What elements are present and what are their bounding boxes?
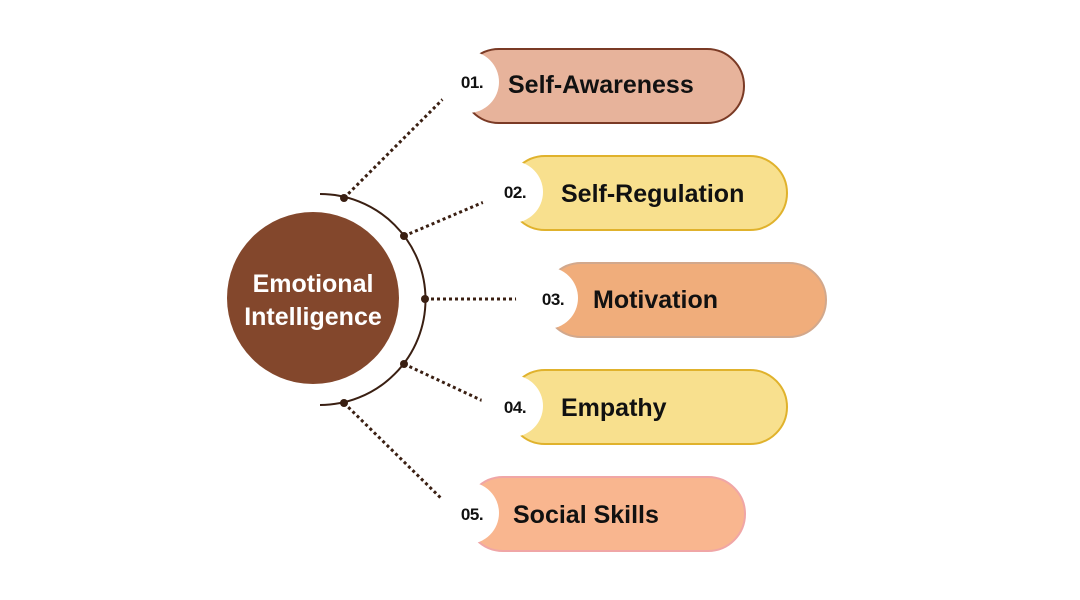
connector-1 bbox=[342, 88, 454, 200]
connector-2 bbox=[403, 194, 499, 238]
pill-self-awareness: 01. Self-Awareness bbox=[437, 48, 745, 124]
arc-dots bbox=[340, 194, 429, 407]
number-4: 04. bbox=[504, 398, 526, 417]
pill-4-label: Empathy bbox=[561, 394, 667, 422]
number-badge-2 bbox=[481, 161, 543, 223]
arc-dot-5 bbox=[340, 399, 348, 407]
number-1: 01. bbox=[461, 73, 483, 92]
number-5: 05. bbox=[461, 505, 483, 524]
pill-1-label: Self-Awareness bbox=[508, 71, 694, 99]
arc-dot-1 bbox=[340, 194, 348, 202]
pill-3-label: Motivation bbox=[593, 286, 718, 314]
number-2: 02. bbox=[504, 183, 526, 202]
arc-dot-4 bbox=[400, 360, 408, 368]
pill-self-regulation: 02. Self-Regulation bbox=[481, 155, 788, 231]
number-badge-4 bbox=[481, 375, 543, 437]
pill-2-label: Self-Regulation bbox=[561, 180, 744, 208]
number-3: 03. bbox=[542, 290, 564, 309]
pill-motivation: 03. Motivation bbox=[516, 262, 827, 338]
center-circle bbox=[227, 212, 399, 384]
pill-social-skills: 05. Social Skills bbox=[437, 476, 746, 552]
pill-5-label: Social Skills bbox=[513, 501, 659, 529]
pill-empathy: 04. Empathy bbox=[481, 369, 788, 445]
arc-dot-2 bbox=[400, 232, 408, 240]
connector-5 bbox=[342, 401, 454, 511]
center-title-line1: Emotional bbox=[253, 270, 374, 298]
number-badge-5 bbox=[437, 482, 499, 544]
center-title-line2: Intelligence bbox=[244, 303, 382, 331]
number-badge-1 bbox=[437, 51, 499, 113]
number-badge-3 bbox=[516, 267, 578, 329]
arc-dot-3 bbox=[421, 295, 429, 303]
